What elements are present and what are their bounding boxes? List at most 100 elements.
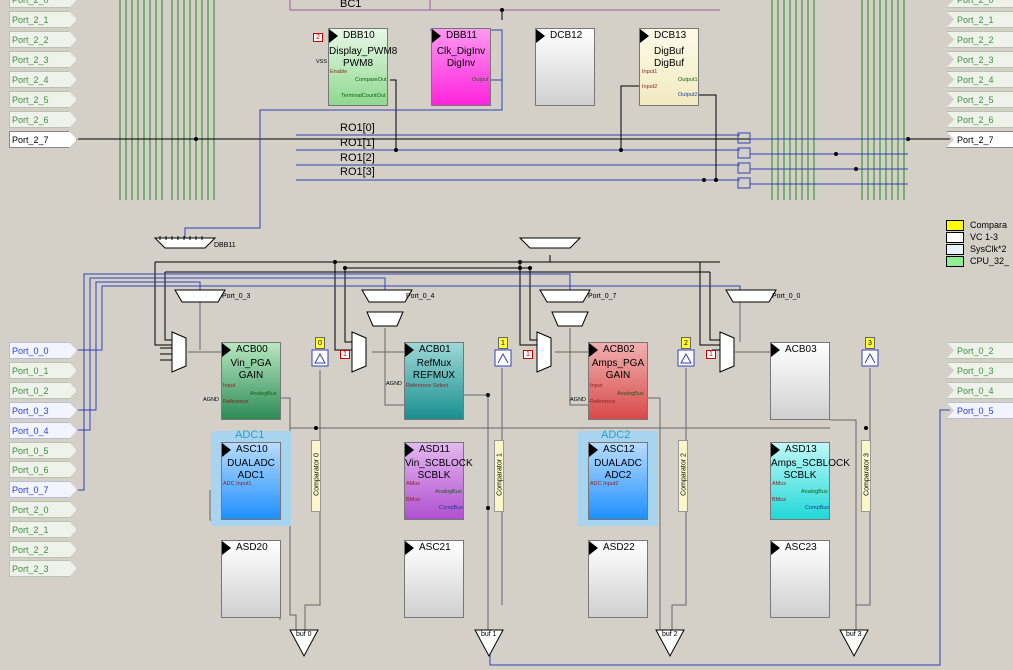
comparator-0-bus[interactable]: Comparator 0 — [311, 440, 321, 512]
block-acb01-type: REFMUX — [412, 370, 456, 381]
block-asd22[interactable]: ASD22 — [588, 540, 648, 618]
port-2-7-left[interactable]: Port_2_7 — [9, 131, 77, 148]
block-acb00-id: ACB00 — [236, 344, 268, 355]
port-2-0-right[interactable]: Port_2_0 — [946, 0, 1013, 8]
legend-label: Compara — [970, 220, 1008, 230]
block-asc12-id: ASC12 — [603, 444, 635, 455]
port-0-1-left[interactable]: Port_0_1 — [9, 362, 77, 379]
port-2-3-right[interactable]: Port_2_3 — [946, 51, 1013, 68]
comparator-1-bus[interactable]: Comparator 1 — [494, 440, 504, 512]
pin-bmux: BMux — [772, 497, 787, 503]
port-0-6-left[interactable]: Port_0_6 — [9, 461, 77, 478]
port-2-4-right[interactable]: Port_2_4 — [946, 71, 1013, 88]
pin-input: Input — [223, 383, 236, 389]
port-2-3-lower-left[interactable]: Port_2_3 — [9, 560, 77, 577]
comparator-0-label: Comparator 0 — [313, 453, 321, 496]
port-0-5-right[interactable]: Port_0_5 — [946, 402, 1013, 419]
legend-label: CPU_32_ — [970, 256, 1010, 266]
block-dbb10[interactable]: DBB10 Display_PWM8 PWM8 Enable CompareOu… — [328, 28, 397, 106]
port-2-0-lower-left[interactable]: Port_2_0 — [9, 501, 77, 518]
block-dcb13[interactable]: DCB13 DigBuf DigBuf Input1 Input2 Output… — [639, 28, 699, 106]
right-global-bus-lines — [771, 0, 905, 200]
block-asd20[interactable]: ASD20 — [221, 540, 281, 618]
pin-compbus: CompBus — [805, 505, 830, 511]
block-asc12[interactable]: ASC12 DUALADC ADC2 ADC Input2 — [588, 442, 648, 520]
comparator-tag-3: 3 — [865, 337, 875, 349]
port-0-2-right[interactable]: Port_0_2 — [946, 342, 1013, 359]
pin-input: Input — [590, 383, 603, 389]
pin-compbus: CompBus — [439, 505, 464, 511]
block-dcb13-name: DigBuf — [653, 46, 684, 57]
block-asc12-name: DUALADC — [594, 458, 642, 469]
block-asd22-id: ASD22 — [603, 542, 635, 553]
block-dbb11[interactable]: DBB11 Clk_DigInv DigInv Output — [431, 28, 491, 106]
port-2-0-left[interactable]: Port_2_0 — [9, 0, 77, 8]
port-2-7-right[interactable]: Port_2_7 — [946, 131, 1013, 148]
block-acb01[interactable]: ACB01 RefMux REFMUX Reference Select — [404, 342, 464, 420]
port-2-5-left[interactable]: Port_2_5 — [9, 91, 77, 108]
block-asd13-id: ASD13 — [785, 444, 817, 455]
block-dbb10-id: DBB10 — [343, 30, 375, 41]
comparator-tag-0: 0 — [315, 337, 325, 349]
block-dcb12[interactable]: DCB12 — [535, 28, 595, 106]
pin-output2: Output2 — [678, 92, 698, 98]
block-acb03-id: ACB03 — [785, 344, 817, 355]
block-asd11[interactable]: ASD11 Vin_SCBLOCK SCBLK AMux BMux Analog… — [404, 442, 473, 520]
mux-num-1c: 1 — [706, 350, 716, 359]
pin-output: Output — [472, 77, 489, 83]
port-0-0-left[interactable]: Port_0_0 — [9, 342, 77, 359]
port-2-2-left[interactable]: Port_2_2 — [9, 31, 77, 48]
block-dbb11-type: DigInv — [446, 58, 476, 69]
port-2-1-lower-left[interactable]: Port_2_1 — [9, 521, 77, 538]
pin-adc-input2: ADC Input2 — [590, 481, 619, 487]
bc1-label: BC1 — [340, 0, 362, 10]
port-0-4-left[interactable]: Port_0_4 — [9, 422, 77, 439]
port-2-4-left[interactable]: Port_2_4 — [9, 71, 77, 88]
comparator-tag-1: 1 — [498, 337, 508, 349]
dbb10-badge: 2 — [313, 33, 323, 42]
mux-port-0-4-label: Port_0_4 — [406, 293, 435, 300]
comparator-2-bus[interactable]: Comparator 2 — [678, 440, 688, 512]
pin-reference-select: Reference Select — [406, 383, 449, 389]
legend-label: SysClk*2 — [970, 244, 1007, 254]
port-2-3-left[interactable]: Port_2_3 — [9, 51, 77, 68]
block-acb03[interactable]: ACB03 — [770, 342, 830, 420]
block-asd11-id: ASD11 — [419, 444, 450, 455]
pin-analogbus: AnalogBus — [435, 489, 462, 495]
mux-num-1b: 1 — [523, 350, 533, 359]
port-2-1-right[interactable]: Port_2_1 — [946, 11, 1013, 28]
port-0-7-left[interactable]: Port_0_7 — [9, 481, 77, 498]
comparator-3-bus[interactable]: Comparator 3 — [861, 440, 871, 512]
block-asc10-name: DUALADC — [227, 458, 275, 469]
block-asc23[interactable]: ASC23 — [770, 540, 830, 618]
block-asc21-id: ASC21 — [419, 542, 451, 553]
pin-output1: Output1 — [678, 77, 698, 83]
pin-amux: AMux — [406, 481, 421, 487]
port-0-2-left[interactable]: Port_0_2 — [9, 382, 77, 399]
row-output-lines — [296, 134, 908, 185]
port-2-5-right[interactable]: Port_2_5 — [946, 91, 1013, 108]
block-asd13[interactable]: ASD13 Amps_SCBLOCK SCBLK AMux BMux Analo… — [770, 442, 850, 520]
block-acb02-name: Amps_PGA — [591, 358, 645, 369]
block-acb00-name: Vin_PGA — [230, 358, 272, 369]
port-0-4-right[interactable]: Port_0_4 — [946, 382, 1013, 399]
comparator-2-label: Comparator 2 — [680, 453, 688, 496]
port-0-3-left[interactable]: Port_0_3 — [9, 402, 77, 419]
buffer-1-label: buf 1 — [481, 631, 497, 638]
port-2-2-lower-left[interactable]: Port_2_2 — [9, 541, 77, 558]
block-acb02[interactable]: ACB02 Amps_PGA GAIN Input Reference Anal… — [588, 342, 648, 420]
port-2-2-right[interactable]: Port_2_2 — [946, 31, 1013, 48]
comparator-1-label: Comparator 1 — [496, 453, 504, 496]
block-asc10[interactable]: ASC10 DUALADC ADC1 ADC Input1 — [221, 442, 281, 520]
adc1-group-label: ADC1 — [235, 429, 265, 441]
port-2-1-left[interactable]: Port_2_1 — [9, 11, 77, 28]
port-2-6-right[interactable]: Port_2_6 — [946, 111, 1013, 128]
mux-dbb11-label: DBB11 — [214, 242, 236, 249]
port-2-6-left[interactable]: Port_2_6 — [9, 111, 77, 128]
block-asc21[interactable]: ASC21 — [404, 540, 464, 618]
block-dbb11-id: DBB11 — [446, 30, 477, 41]
port-0-5-left[interactable]: Port_0_5 — [9, 442, 77, 459]
block-acb02-id: ACB02 — [603, 344, 635, 355]
port-0-3-right[interactable]: Port_0_3 — [946, 362, 1013, 379]
block-acb00[interactable]: ACB00 Vin_PGA GAIN Input Reference Analo… — [221, 342, 281, 420]
